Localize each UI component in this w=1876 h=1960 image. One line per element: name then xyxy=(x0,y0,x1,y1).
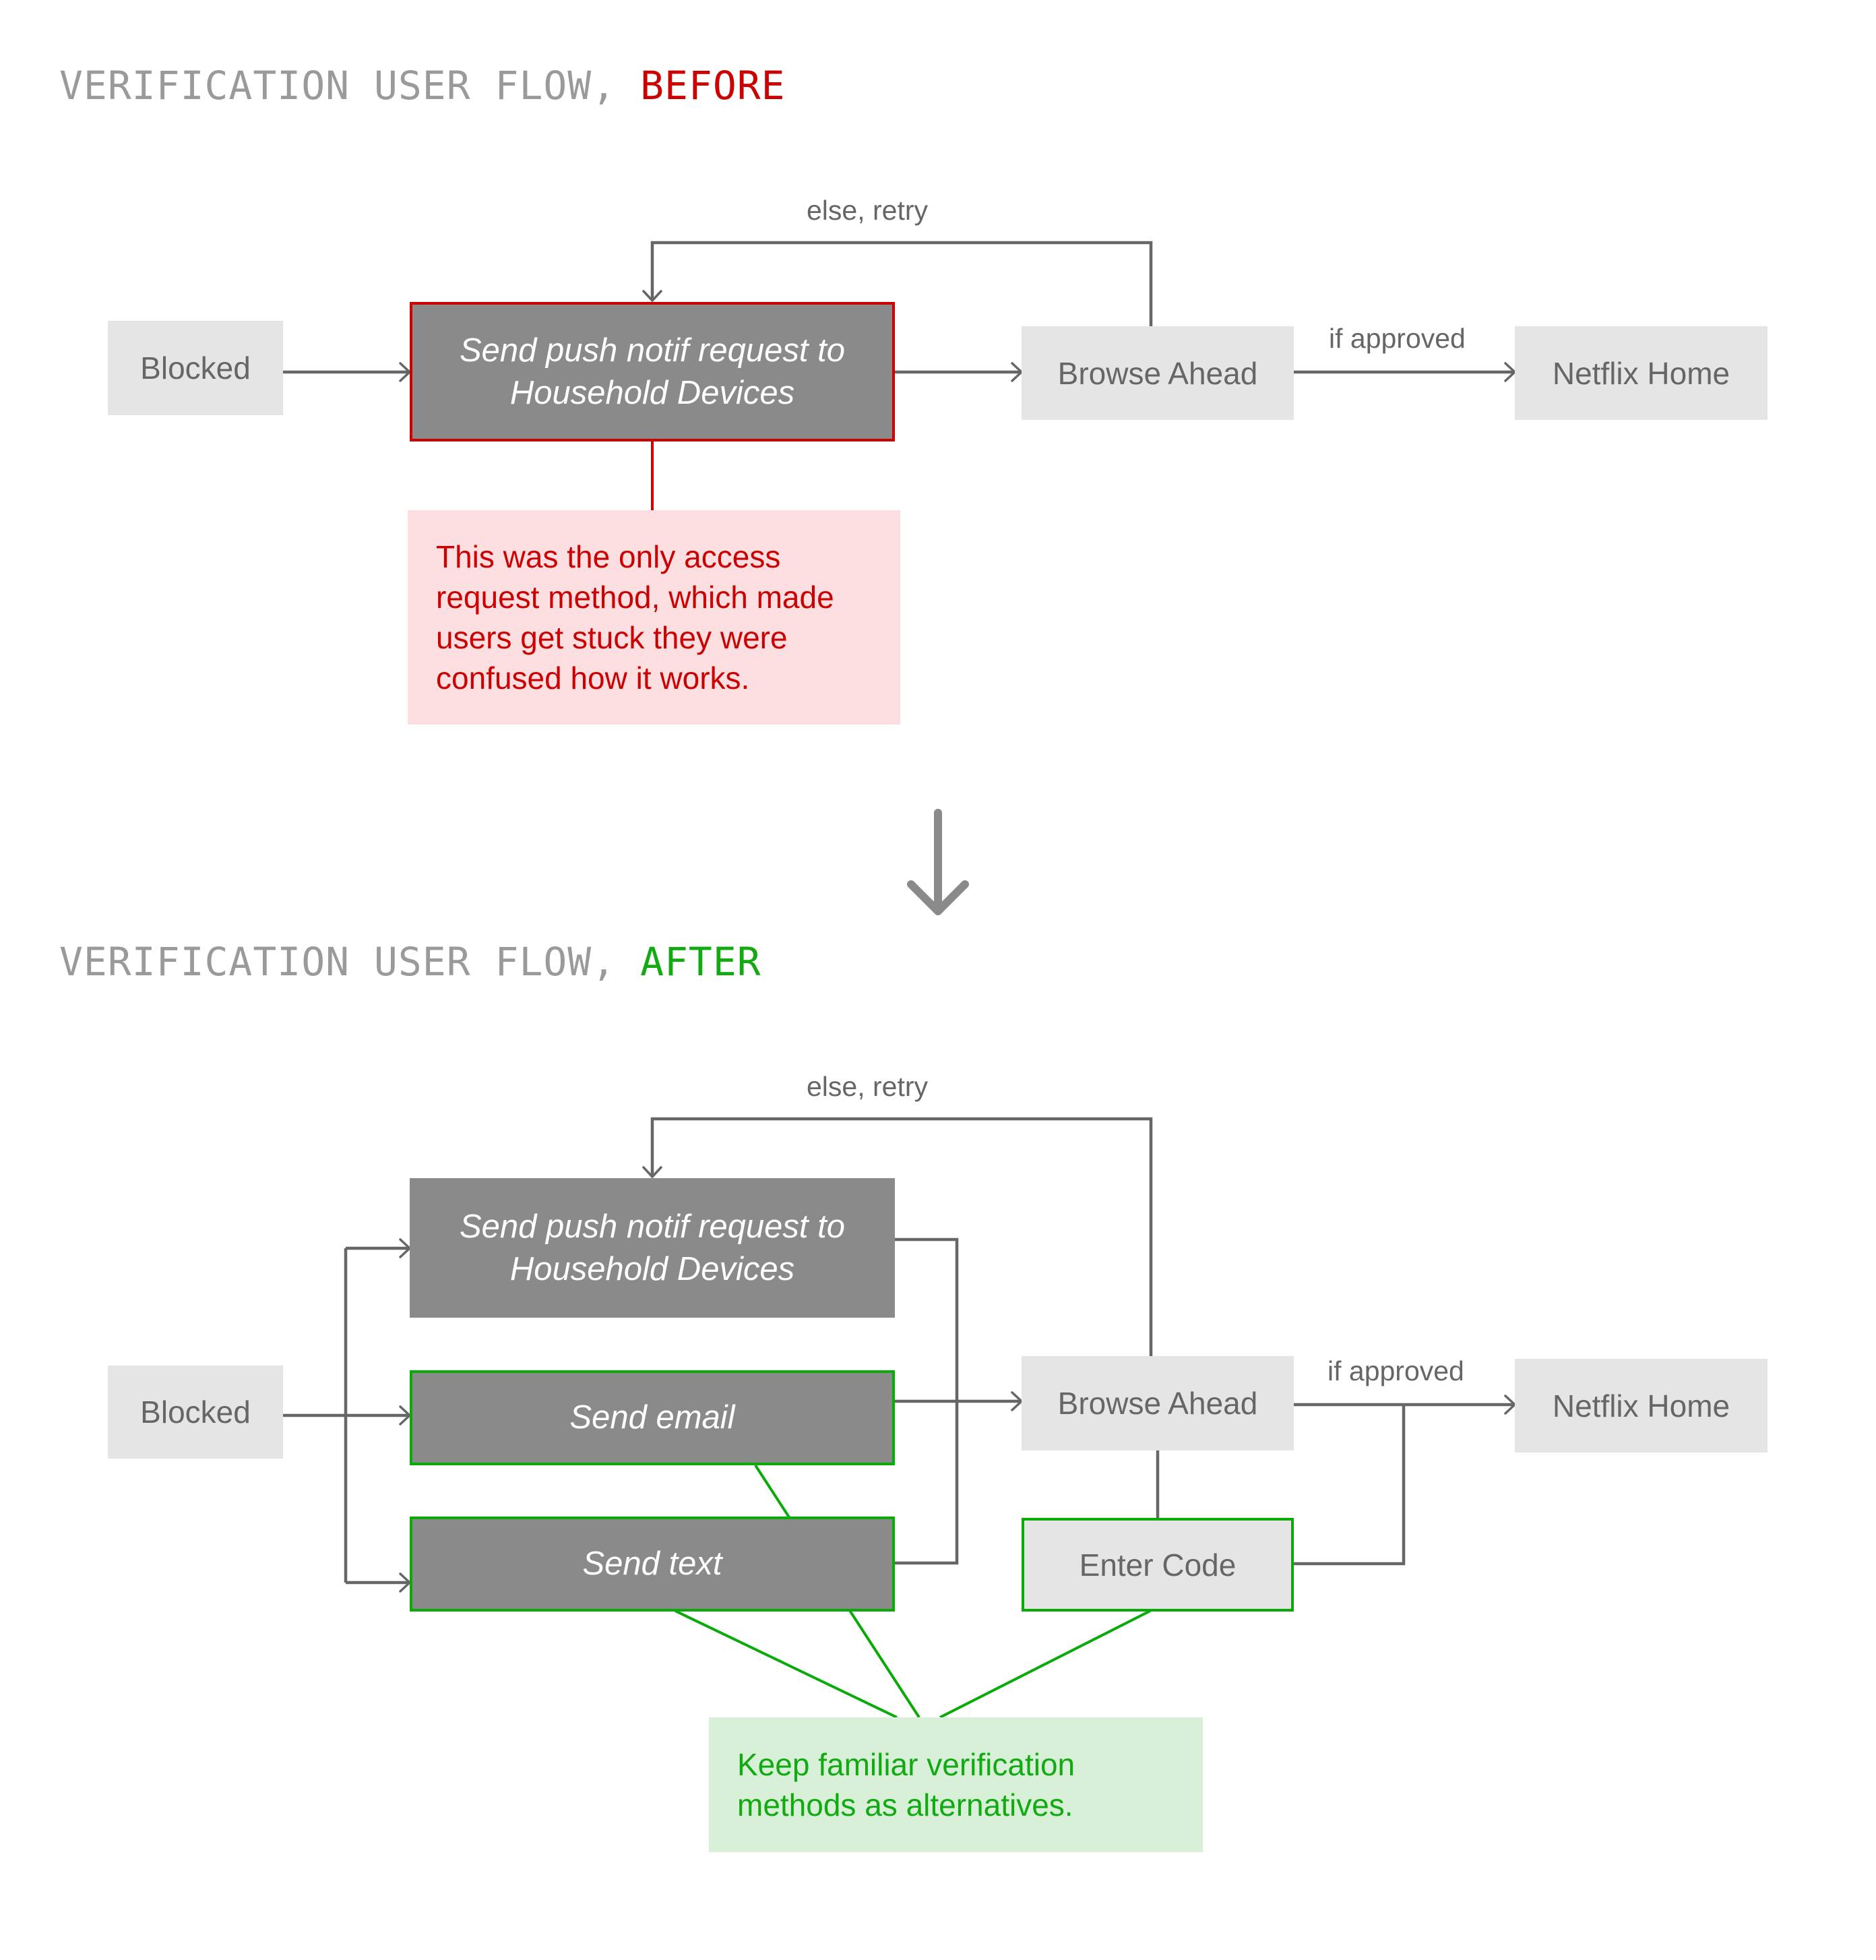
edge-label-retry-after: else, retry xyxy=(807,1071,928,1102)
edge-retry-loop-after xyxy=(642,1117,1153,1356)
node-blocked-after: Blocked xyxy=(108,1366,283,1459)
note-before: This was the only access request method,… xyxy=(408,510,900,725)
note-before-text: This was the only access request method,… xyxy=(436,539,834,696)
edge-entercode-to-netflix xyxy=(1294,1405,1406,1566)
title-accent-before: BEFORE xyxy=(640,63,786,109)
section-title-after: VERIFICATION USER FLOW, AFTER xyxy=(59,942,761,981)
node-push-notif-after: Send push notif request to Household Dev… xyxy=(410,1178,895,1318)
node-blocked: Blocked xyxy=(108,321,283,415)
note-connector-text xyxy=(675,1610,898,1719)
edge-label-approved: if approved xyxy=(1329,323,1466,354)
node-browse-ahead: Browse Ahead xyxy=(1022,326,1294,420)
edge-label-retry: else, retry xyxy=(807,195,928,226)
node-send-email: Send email xyxy=(410,1370,895,1465)
edge-label-approved-after: if approved xyxy=(1327,1355,1464,1386)
node-push-notif: Send push notif request to Household Dev… xyxy=(410,302,895,441)
edge-retry-loop xyxy=(642,241,1153,326)
note-after: Keep familiar verification methods as al… xyxy=(709,1717,1203,1852)
note-connector-entercode xyxy=(939,1610,1151,1719)
title-accent-after: AFTER xyxy=(640,939,761,985)
section-title-before: VERIFICATION USER FLOW, BEFORE xyxy=(59,66,786,105)
arrow-down-icon xyxy=(907,809,969,915)
node-browse-ahead-after: Browse Ahead xyxy=(1022,1356,1294,1450)
title-prefix: VERIFICATION USER FLOW, xyxy=(59,63,641,109)
node-send-text: Send text xyxy=(410,1517,895,1612)
title-prefix: VERIFICATION USER FLOW, xyxy=(59,939,641,985)
note-after-text: Keep familiar verification methods as al… xyxy=(737,1747,1075,1823)
node-netflix-home-after: Netflix Home xyxy=(1515,1359,1768,1452)
node-enter-code: Enter Code xyxy=(1022,1518,1294,1612)
node-netflix-home: Netflix Home xyxy=(1515,326,1768,420)
